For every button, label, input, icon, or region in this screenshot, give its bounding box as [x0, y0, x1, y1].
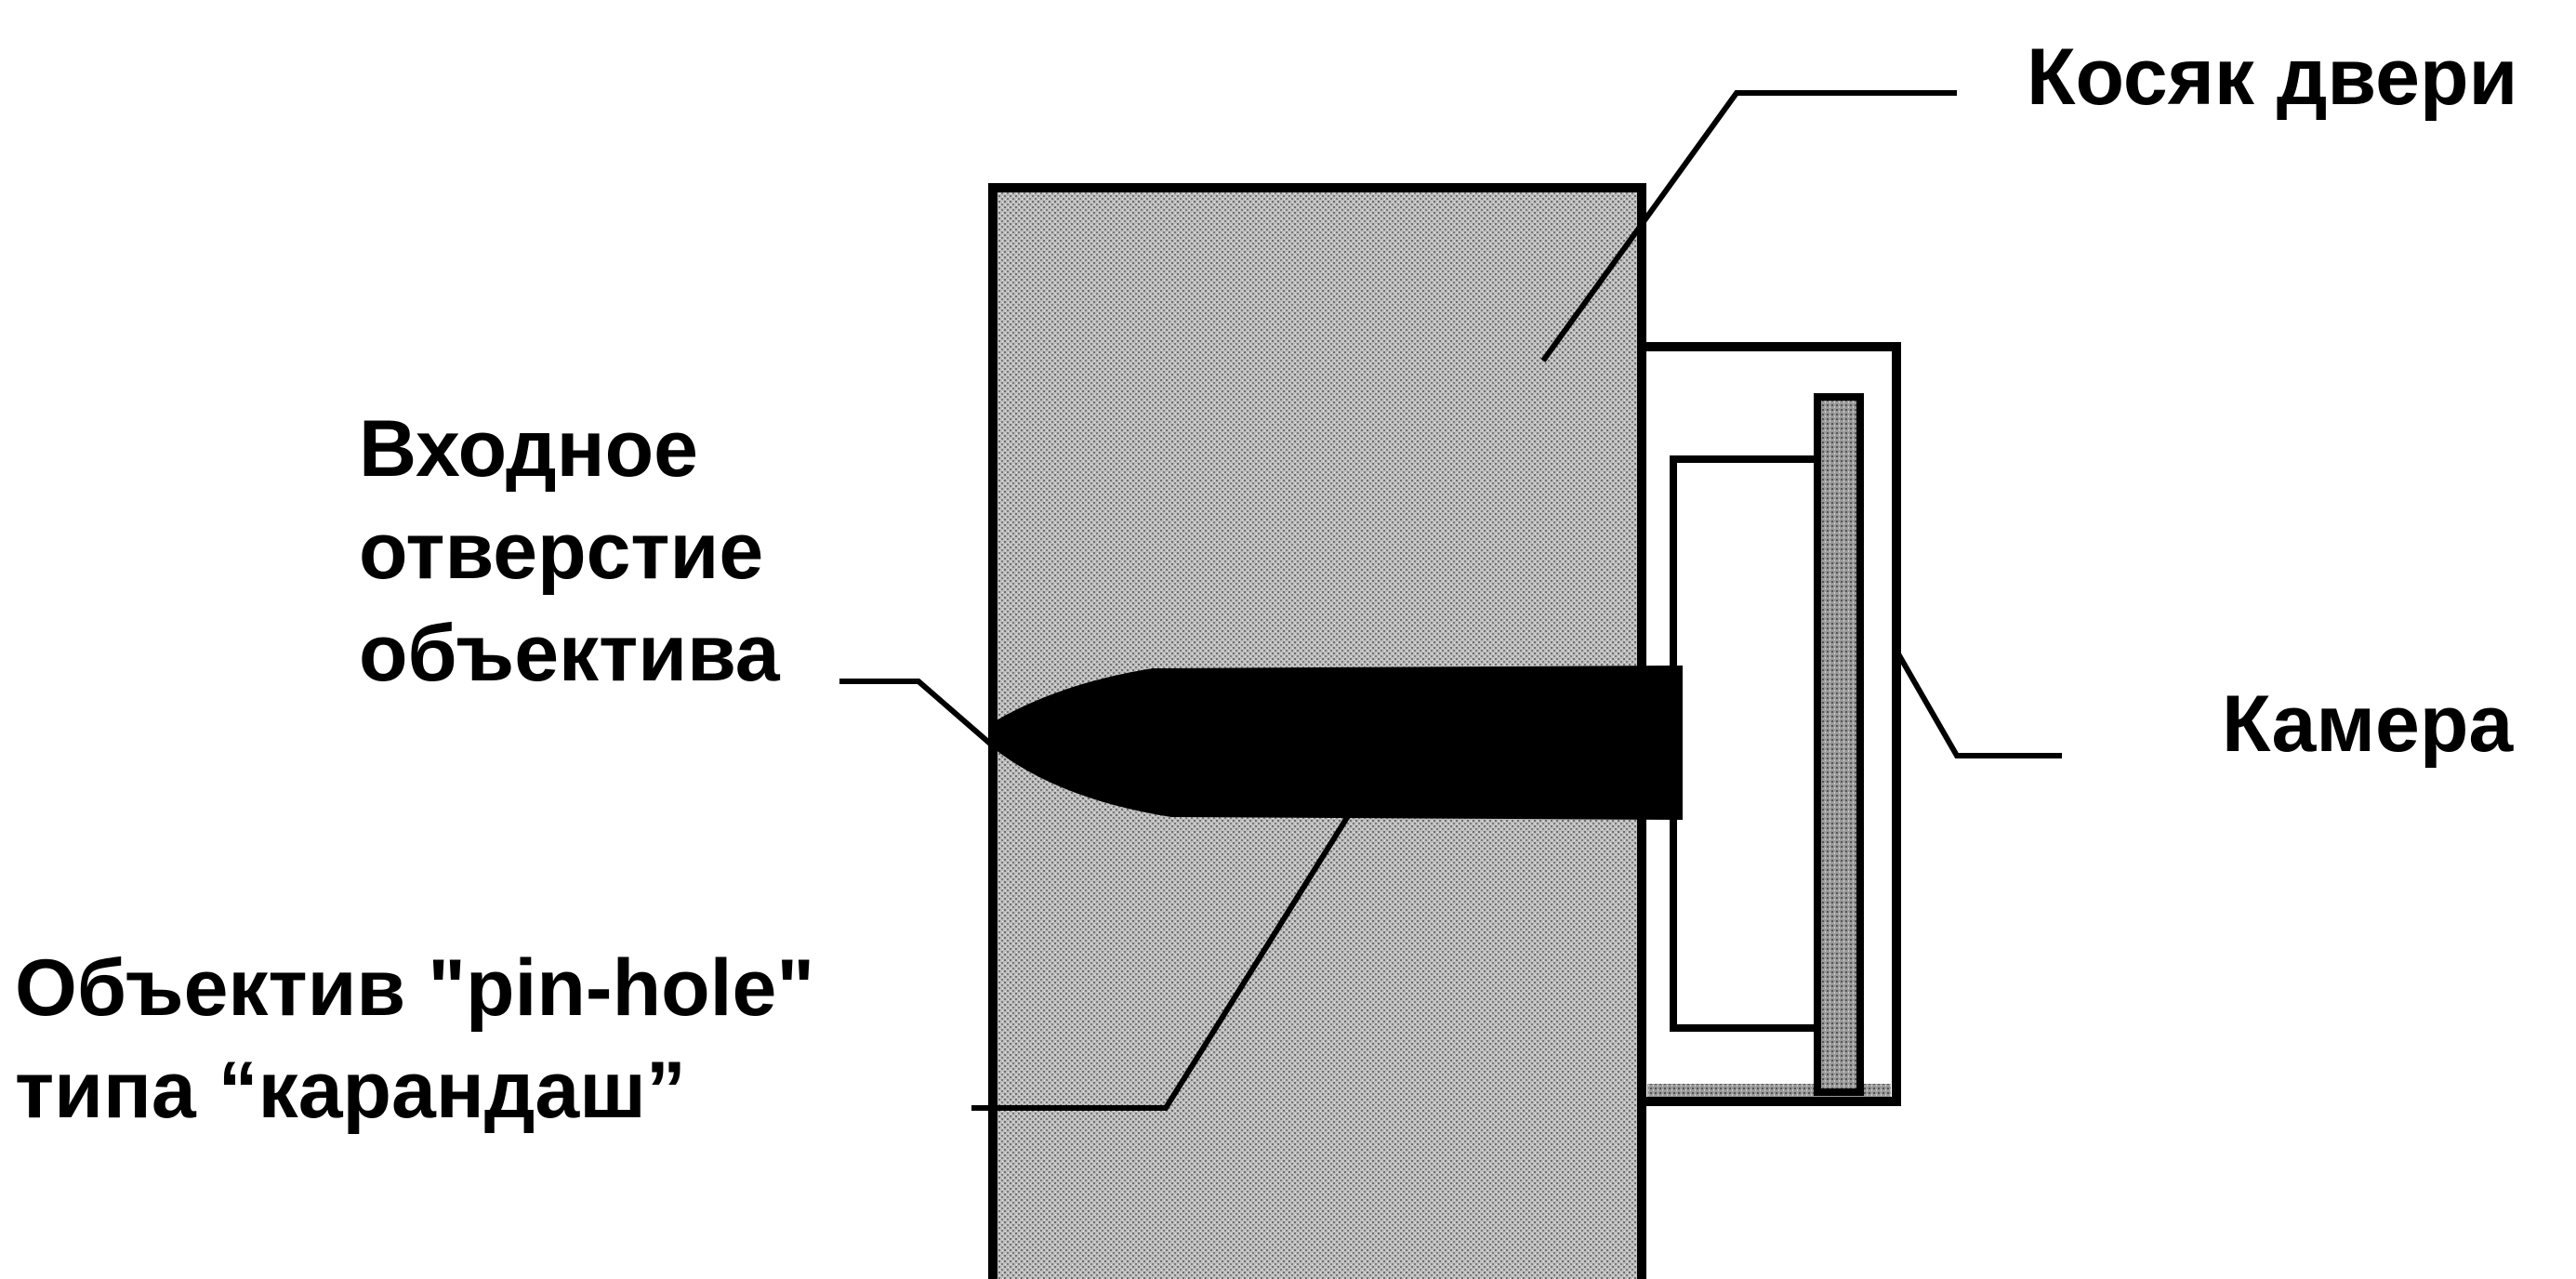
label-lens-entrance-line3: объектива [359, 609, 781, 698]
leader-pinhole-lens [971, 807, 1355, 1111]
label-door-jamb: Косяк двери [2027, 33, 2517, 122]
leader-door-jamb [1540, 90, 1957, 363]
label-lens-entrance-line1: Входное [359, 404, 698, 494]
leader-lens-entrance [839, 679, 998, 752]
leader-lines [839, 90, 2062, 1111]
label-pinhole-lens-line1: Объектив "pin-hole" [15, 943, 814, 1033]
label-lens-entrance-line2: отверстие [359, 507, 763, 596]
camera [1637, 342, 1901, 1106]
label-camera: Камера [2222, 679, 2514, 769]
camera-sensor-window [1670, 455, 1821, 1032]
pinhole-lens [995, 666, 1683, 820]
camera-back-plate [1814, 393, 1864, 1096]
leader-camera [1894, 649, 2062, 758]
label-pinhole-lens-line2: типа “карандаш” [15, 1046, 686, 1135]
